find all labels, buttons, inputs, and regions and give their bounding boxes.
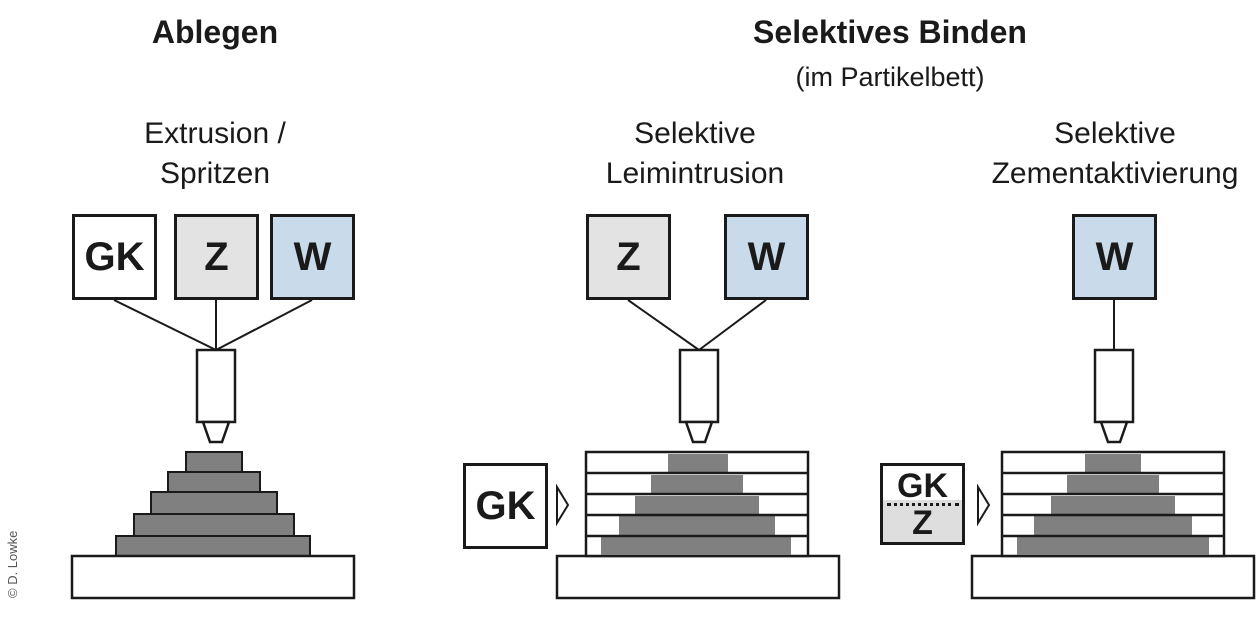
credit: © D. Lowke — [5, 530, 20, 598]
method-extrusion-line1: Extrusion / — [144, 117, 286, 150]
feed-line-w — [215, 299, 313, 351]
box-wasser-2: W — [724, 214, 809, 300]
extruded-layers — [115, 451, 311, 557]
particle-bed-zementaktivierung — [1000, 450, 1226, 558]
nozzle-extrusion — [195, 348, 237, 444]
feed-arrow-3 — [977, 483, 991, 527]
box-gesteinskoernung: GK — [72, 214, 157, 300]
heading-selektives-binden: Selektives Binden — [753, 14, 1027, 50]
method-leimintrusion-line1: Selektive — [634, 117, 756, 150]
box-gesteinskoernung-2: GK — [463, 463, 548, 549]
feed-line-gk — [113, 299, 217, 351]
method-extrusion-line2: Spritzen — [159, 157, 271, 190]
feed-line-z-2 — [627, 299, 700, 351]
build-plate-1 — [70, 554, 356, 600]
box-gk-z-mix: GK Z — [880, 463, 965, 545]
box-wasser-3: W — [1072, 214, 1157, 300]
build-plate-3 — [970, 554, 1256, 600]
mix-divider — [886, 502, 959, 506]
heading-ablegen: Ablegen — [151, 14, 279, 50]
subheading-partikelbett: (im Partikelbett) — [795, 62, 985, 92]
method-zementaktivierung-line2: Zementaktivierung — [991, 157, 1239, 190]
mix-label-z: Z — [912, 503, 933, 542]
feed-line-w-2 — [698, 299, 767, 351]
method-zementaktivierung-line1: Selektive — [1054, 117, 1176, 150]
nozzle-zementaktivierung — [1093, 348, 1135, 444]
mix-label-gk: GK — [897, 466, 948, 505]
box-zement: Z — [174, 214, 259, 300]
method-leimintrusion-line2: Leimintrusion — [605, 157, 785, 190]
box-zement-2: Z — [586, 214, 671, 300]
nozzle-leimintrusion — [678, 348, 720, 444]
particle-bed-leimintrusion — [584, 450, 810, 558]
feed-arrow-2 — [556, 483, 570, 527]
build-plate-2 — [555, 554, 841, 600]
box-wasser: W — [270, 214, 355, 300]
